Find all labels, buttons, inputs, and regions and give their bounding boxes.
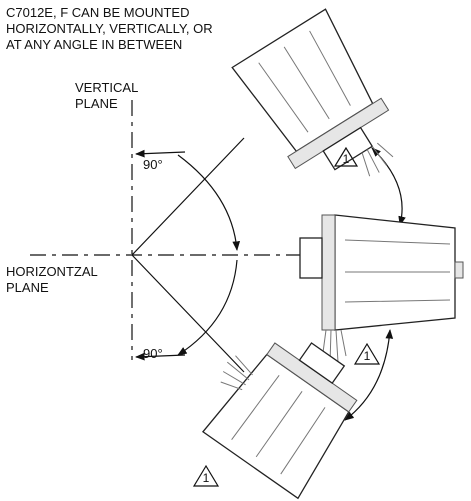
vertical-plane-line-1: VERTICAL: [75, 80, 138, 95]
lower-swing-arrow: [344, 329, 394, 421]
horizontal-plane-line-2: PLANE: [6, 280, 49, 295]
note-marker-top: 1: [333, 146, 359, 167]
sensor-middle-ribs: [344, 239, 451, 303]
note-marker-bottom-label: 1: [203, 471, 210, 485]
upper-angle-arc: [177, 154, 241, 251]
sensor-top-ribs: [258, 30, 351, 133]
vertical-plane-label: VERTICAL PLANE: [75, 80, 138, 111]
sensor-middle-position: [299, 214, 464, 365]
lower-angle-arrow: [135, 352, 186, 361]
caption-line-3: AT ANY ANGLE IN BETWEEN: [6, 37, 182, 52]
sensor-bottom-wires: [220, 355, 253, 391]
vertical-plane-line-2: PLANE: [75, 96, 118, 111]
sensor-bottom-position: [201, 342, 358, 500]
lower-angle-ray: [131, 254, 245, 373]
horizontal-plane-label: HORIZONTZAL PLANE: [6, 264, 98, 295]
sensor-middle-cap: [454, 261, 464, 279]
caption-line-2: HORIZONTALLY, VERTICALLY, OR: [6, 21, 213, 36]
sensor-bottom-ribs: [231, 374, 326, 475]
lower-angle-arc: [177, 259, 238, 356]
caption-line-1: C7012E, F CAN BE MOUNTED: [6, 5, 190, 20]
note-marker-top-label: 1: [343, 152, 350, 166]
sensor-bottom-mount: [298, 342, 346, 385]
upper-swing-arrow: [371, 147, 406, 226]
lower-angle-label: 90°: [143, 346, 163, 361]
horizontal-plane-line-1: HORIZONTZAL: [6, 264, 98, 279]
sensor-top-mount: [322, 126, 374, 171]
upper-angle-ray: [131, 137, 245, 256]
sensor-middle-wires: [321, 329, 347, 365]
note-marker-middle: 1: [353, 342, 381, 365]
sensor-top-wires: [361, 142, 394, 177]
upper-angle-arrow: [135, 149, 186, 158]
note-marker-bottom: 1: [192, 464, 220, 487]
sensor-middle-flange: [321, 214, 336, 331]
sensor-middle-mount: [299, 237, 323, 279]
sensor-top-position: [231, 8, 394, 177]
note-marker-middle-label: 1: [364, 349, 371, 363]
upper-angle-label: 90°: [143, 157, 163, 172]
caption: C7012E, F CAN BE MOUNTED HORIZONTALLY, V…: [6, 5, 213, 52]
